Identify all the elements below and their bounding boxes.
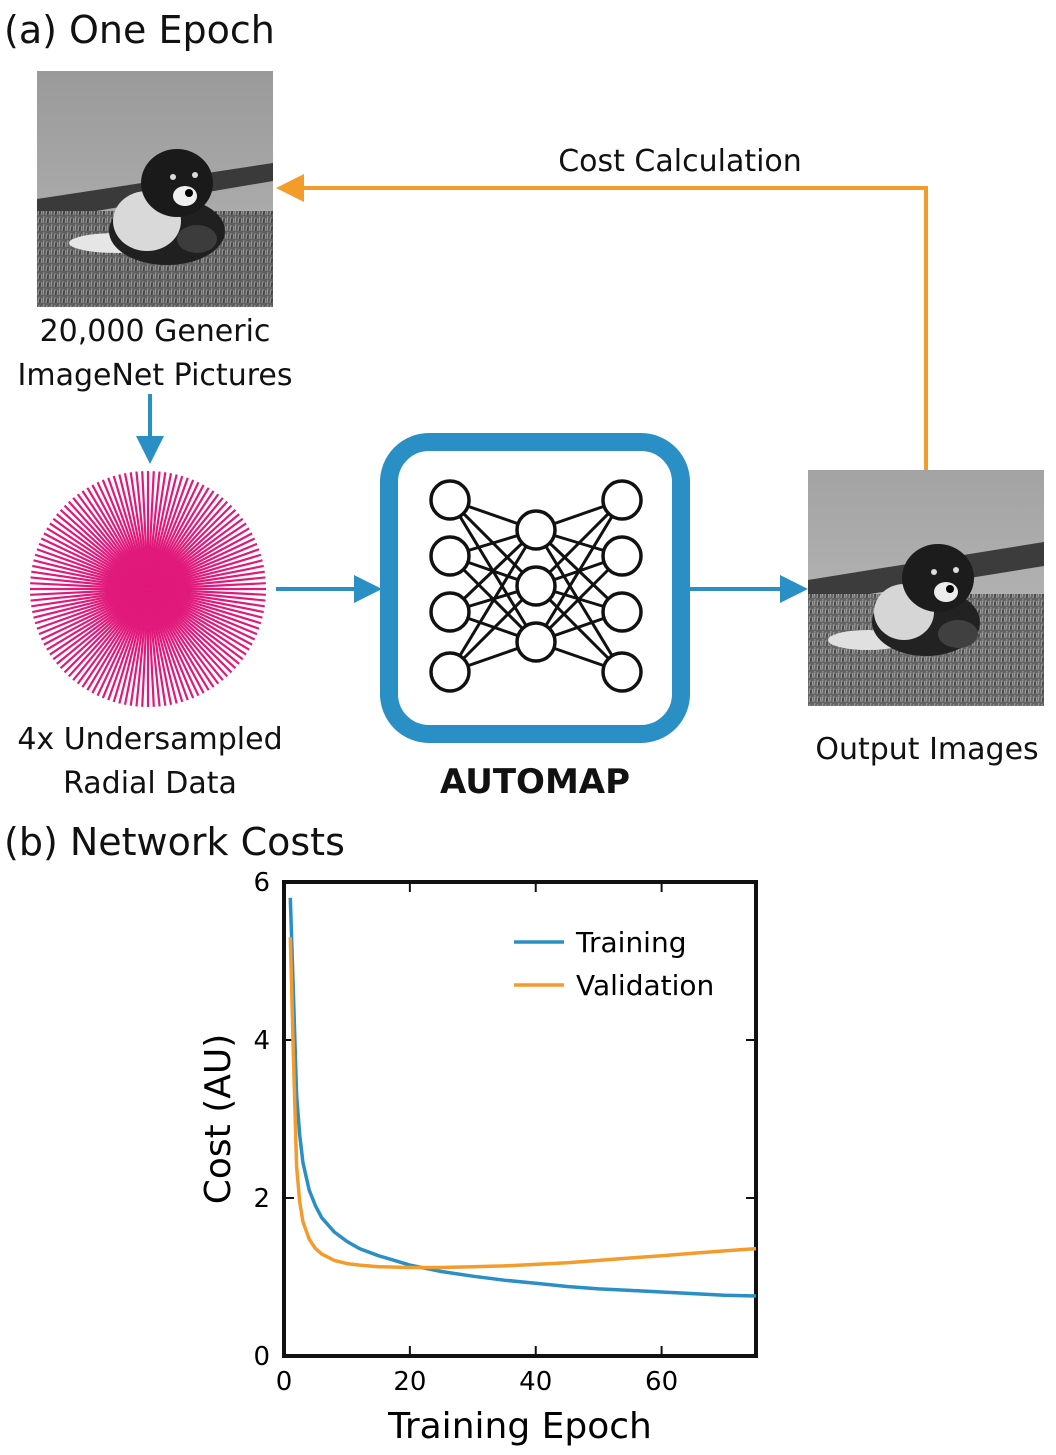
- y-tick-label: 4: [253, 1026, 270, 1056]
- radial-caption-line1: 4x Undersampled: [17, 722, 283, 757]
- series-line-training: [288, 897, 757, 1298]
- network-node: [515, 565, 557, 607]
- y-axis-label: Cost (AU): [198, 1034, 239, 1205]
- input-caption-line2: ImageNet Pictures: [17, 358, 293, 393]
- y-tick-label: 6: [253, 868, 270, 898]
- x-tick-label: 40: [519, 1367, 552, 1397]
- output-caption: Output Images: [815, 732, 1039, 767]
- series-line-validation: [288, 937, 757, 1270]
- legend-label-training: Training: [575, 926, 686, 959]
- network-node: [429, 591, 471, 633]
- legend-label-validation: Validation: [576, 969, 714, 1002]
- x-tick-label: 0: [276, 1367, 293, 1397]
- input-caption-line1: 20,000 Generic: [39, 314, 271, 349]
- radial-spoke: [30, 582, 266, 596]
- input-image-thumbnail: [37, 71, 273, 307]
- network-node: [601, 535, 643, 577]
- network-edge: [534, 499, 624, 643]
- radial-sampling-pattern: [30, 471, 266, 707]
- neural-network-icon: [429, 479, 643, 693]
- plot-frame: [282, 880, 758, 1358]
- x-tick-label: 20: [393, 1367, 426, 1397]
- network-node: [429, 535, 471, 577]
- automap-label: AUTOMAP: [439, 762, 631, 802]
- network-node: [601, 479, 643, 521]
- x-tick-label: 60: [645, 1367, 678, 1397]
- network-edge: [448, 529, 538, 673]
- y-tick-label: 2: [253, 1184, 270, 1214]
- input-arrow: [276, 575, 382, 603]
- down-arrow: [136, 394, 164, 464]
- network-node: [515, 509, 557, 551]
- panel-b-title: (b) Network Costs: [4, 820, 345, 864]
- panel-a-title: (a) One Epoch: [4, 8, 275, 52]
- radial-caption-line2: Radial Data: [63, 766, 237, 801]
- network-node: [429, 479, 471, 521]
- output-image-thumbnail: [808, 470, 1044, 706]
- feedback-arrow: [276, 174, 928, 470]
- network-node: [515, 621, 557, 663]
- workflow-diagram: [30, 174, 928, 743]
- x-axis-label: Training Epoch: [387, 1406, 652, 1447]
- network-node: [429, 651, 471, 693]
- network-node: [601, 651, 643, 693]
- network-node: [601, 591, 643, 633]
- output-arrow: [690, 575, 808, 603]
- feedback-label: Cost Calculation: [558, 144, 802, 179]
- y-tick-label: 0: [253, 1342, 270, 1372]
